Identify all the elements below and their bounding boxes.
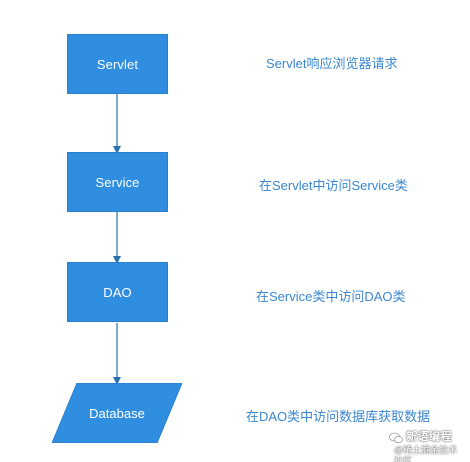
service-description: 在Servlet中访问Service类 [259, 178, 408, 193]
watermark-title: 新语编程 [406, 431, 452, 443]
watermark-subtitle: @稀土掘金技术社区 [394, 445, 458, 462]
servlet-box: Servlet [67, 34, 168, 94]
database-parallelogram [52, 383, 182, 443]
service-label: Service [95, 174, 140, 190]
dao-box: DAO [67, 262, 168, 322]
watermark: 新语编程 @稀土掘金技术社区 [389, 431, 466, 462]
database-shape: Database [52, 383, 182, 443]
servlet-label: Servlet [96, 56, 139, 72]
database-label: Database [89, 405, 145, 421]
database-description: 在DAO类中访问数据库获取数据 [246, 409, 431, 424]
dao-label: DAO [103, 284, 132, 300]
servlet-description: Servlet响应浏览器请求 [266, 56, 398, 71]
dao-description: 在Service类中访问DAO类 [256, 289, 406, 304]
service-box: Service [67, 152, 168, 212]
wechat-logo-icon [389, 432, 403, 444]
